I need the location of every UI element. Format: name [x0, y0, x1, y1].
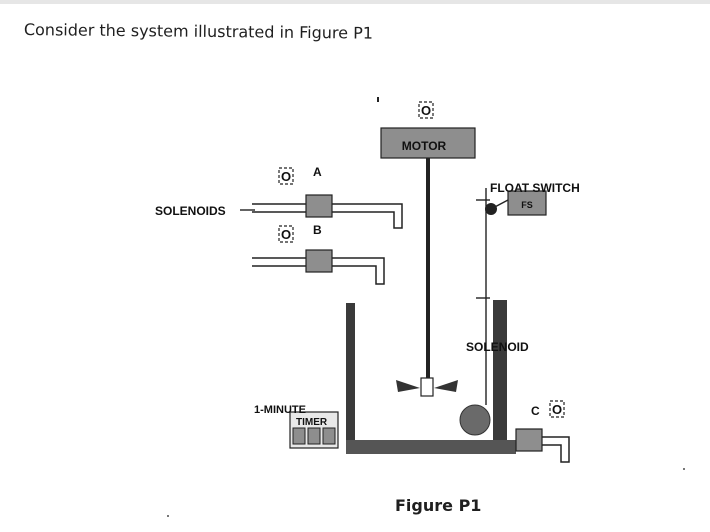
- solenoid-c: [515, 428, 570, 463]
- tank: [346, 300, 516, 454]
- mixer-impeller: [396, 377, 458, 397]
- lower-solenoid-label: SOLENOID: [466, 340, 529, 354]
- solenoid-c-actuator-icon: O: [549, 400, 565, 418]
- mixer-shaft: [426, 158, 430, 380]
- speck-mark: [167, 515, 169, 517]
- svg-text:O: O: [281, 169, 291, 184]
- top-divider: [0, 0, 710, 4]
- fs-box-label: FS: [521, 200, 533, 210]
- svg-text:O: O: [421, 103, 431, 118]
- svg-text:O: O: [552, 402, 562, 417]
- timer-label-line2: TIMER: [296, 417, 328, 428]
- solenoid-b: [252, 249, 385, 285]
- motor-actuator-icon: O: [418, 101, 434, 119]
- float-switch-label: FLOAT SWITCH: [490, 181, 580, 195]
- speck-mark: [377, 97, 379, 102]
- motor-label: MOTOR: [402, 139, 447, 153]
- solenoid-b-actuator-icon: O: [278, 225, 294, 243]
- solenoid-a-label: A: [313, 165, 322, 179]
- solenoids-label: SOLENOIDS: [155, 204, 226, 218]
- motor: MOTOR: [380, 127, 476, 159]
- solenoid-c-label: C: [531, 404, 540, 418]
- figure-caption: Figure P1: [395, 496, 482, 515]
- float-switch: FS FLOAT SWITCH: [476, 181, 580, 405]
- solenoid-b-label: B: [313, 223, 322, 237]
- solenoid-a: [252, 194, 403, 229]
- solenoid-a-actuator-icon: O: [278, 167, 294, 185]
- float-ball: [459, 404, 491, 436]
- svg-text:O: O: [281, 227, 291, 242]
- timer: 1-MINUTE TIMER: [254, 404, 339, 449]
- speck-mark: [683, 468, 685, 470]
- timer-label-line1: 1-MINUTE: [254, 404, 306, 416]
